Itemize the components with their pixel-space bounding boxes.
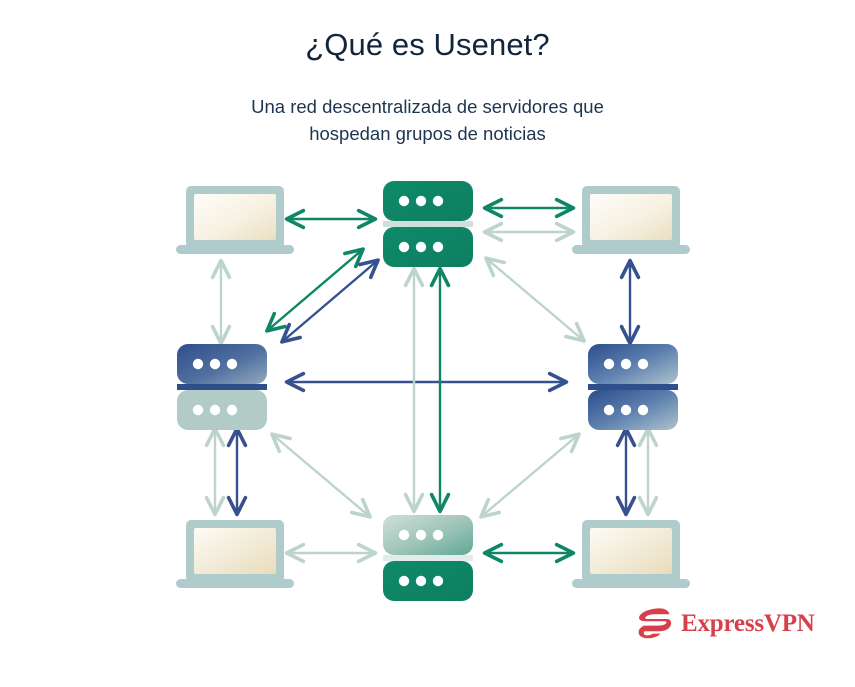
page-title: ¿Qué es Usenet? — [305, 27, 550, 62]
edge-server-middle-left--server-top-center-navy — [280, 258, 380, 344]
edge-server-middle-left--server-bottom-center-pale — [270, 432, 372, 519]
node-server-middle-left[interactable] — [177, 344, 267, 430]
node-laptop-top-left[interactable] — [176, 186, 294, 254]
brand-name: ExpressVPN — [681, 609, 815, 637]
node-laptop-bottom-left[interactable] — [176, 520, 294, 588]
page-subtitle: Una red descentralizada de servidores qu… — [251, 96, 604, 144]
node-server-top-center[interactable] — [383, 181, 473, 267]
diagram-edges — [204, 197, 659, 564]
node-server-middle-right[interactable] — [588, 344, 678, 430]
node-laptop-bottom-right[interactable] — [572, 520, 690, 588]
edge-server-top-center--server-middle-right-pale — [484, 256, 586, 343]
edge-server-middle-left--server-top-center-green — [265, 247, 365, 333]
diagram-nodes — [176, 181, 690, 601]
edge-server-bottom-center--server-middle-right-pale — [479, 432, 581, 519]
node-laptop-top-right[interactable] — [572, 186, 690, 254]
brand-logo[interactable]: ExpressVPN — [638, 608, 815, 639]
expressvpn-e-mark-icon — [638, 608, 672, 639]
node-server-bottom-center[interactable] — [383, 515, 473, 601]
